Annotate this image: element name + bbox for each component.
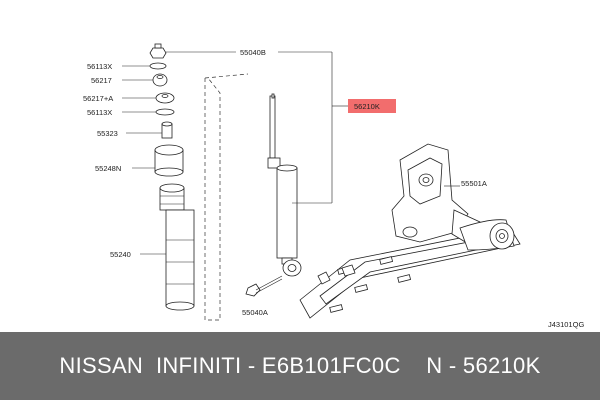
lower-washer-part (155, 108, 175, 116)
label-56113x-upper: 56113X (87, 62, 112, 71)
label-55240: 55240 (110, 250, 131, 259)
label-55040a: 55040A (242, 308, 268, 317)
left-leader-lines (122, 51, 236, 255)
label-56210k: 56210K (354, 102, 380, 111)
label-55323: 55323 (97, 129, 118, 138)
top-nut-part (149, 43, 167, 59)
shock-absorber-part (267, 93, 302, 277)
trailing-arm-bushing-part (459, 219, 515, 251)
bolt-part (245, 275, 283, 297)
label-55501a: 55501A (461, 179, 487, 188)
absorber-highlight-box (348, 99, 396, 113)
label-55248n: 55248N (95, 164, 121, 173)
bound-bumper-part (154, 144, 184, 177)
assembly-dashed-outline (204, 77, 221, 321)
label-56217-a: 56217+A (83, 94, 113, 103)
upper-bushing-part (152, 73, 168, 87)
part-number-banner: NISSAN INFINITI - E6B101FC0C N - 56210K (0, 332, 600, 400)
absorber-leader-lines (278, 51, 348, 204)
label-56217: 56217 (91, 76, 112, 85)
lower-bushing-part (155, 92, 175, 104)
label-55040b: 55040B (240, 48, 266, 57)
reference-code: J43101QG (548, 320, 584, 329)
upper-washer-part (149, 62, 167, 70)
banner-text: NISSAN INFINITI - E6B101FC0C N - 56210K (59, 353, 541, 378)
label-56113x-lower: 56113X (87, 108, 112, 117)
rear-shock-absorber-diagram: 55040B 56113X 56217 56217+A 56113X 55323… (83, 43, 584, 329)
distance-tube-part (161, 121, 173, 139)
dust-boot-part (159, 183, 195, 311)
